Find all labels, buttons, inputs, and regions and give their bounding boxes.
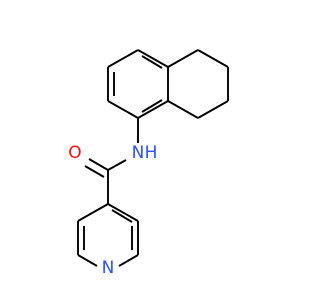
pyridine-nitrogen-label: N <box>102 258 115 278</box>
oxygen-label: O <box>68 143 81 163</box>
bond-py-4 <box>77 254 98 267</box>
bond-ar-1 <box>107 100 139 119</box>
saturated-ring-bonds <box>167 49 229 119</box>
bond-ar-3 <box>107 49 139 68</box>
bond-ar-inner-3 <box>141 99 163 113</box>
bond-nh-carbonyl <box>107 159 127 171</box>
atom-amide-nitrogen: N H <box>132 143 158 163</box>
bond-sat-2 <box>197 49 229 68</box>
amide-nitrogen-label: N <box>132 143 145 163</box>
bond-sat-4 <box>197 100 229 119</box>
bond-carbonyl-1 <box>88 158 109 171</box>
bond-sat-5 <box>167 100 199 119</box>
bond-py-3 <box>118 254 139 267</box>
atom-pyridine-nitrogen: N <box>102 258 115 278</box>
bond-py-1 <box>107 203 139 222</box>
amide-hydrogen-label: H <box>145 143 158 163</box>
aromatic-ring-bonds <box>107 49 169 119</box>
atom-oxygen: O <box>68 143 81 163</box>
bond-ar-6 <box>137 100 169 119</box>
bond-ar-inner-2 <box>141 55 163 69</box>
amide-bonds <box>84 118 139 204</box>
bond-carbonyl-2 <box>84 165 105 178</box>
bond-ar-4 <box>137 49 169 68</box>
bond-py-6 <box>77 203 109 222</box>
structure-canvas: O N H N <box>68 49 229 278</box>
bond-sat-1 <box>167 49 199 68</box>
bond-py-inner-1 <box>111 209 133 223</box>
molecule-diagram: O N H N <box>68 49 229 278</box>
pyridine-ring-bonds <box>77 203 139 267</box>
